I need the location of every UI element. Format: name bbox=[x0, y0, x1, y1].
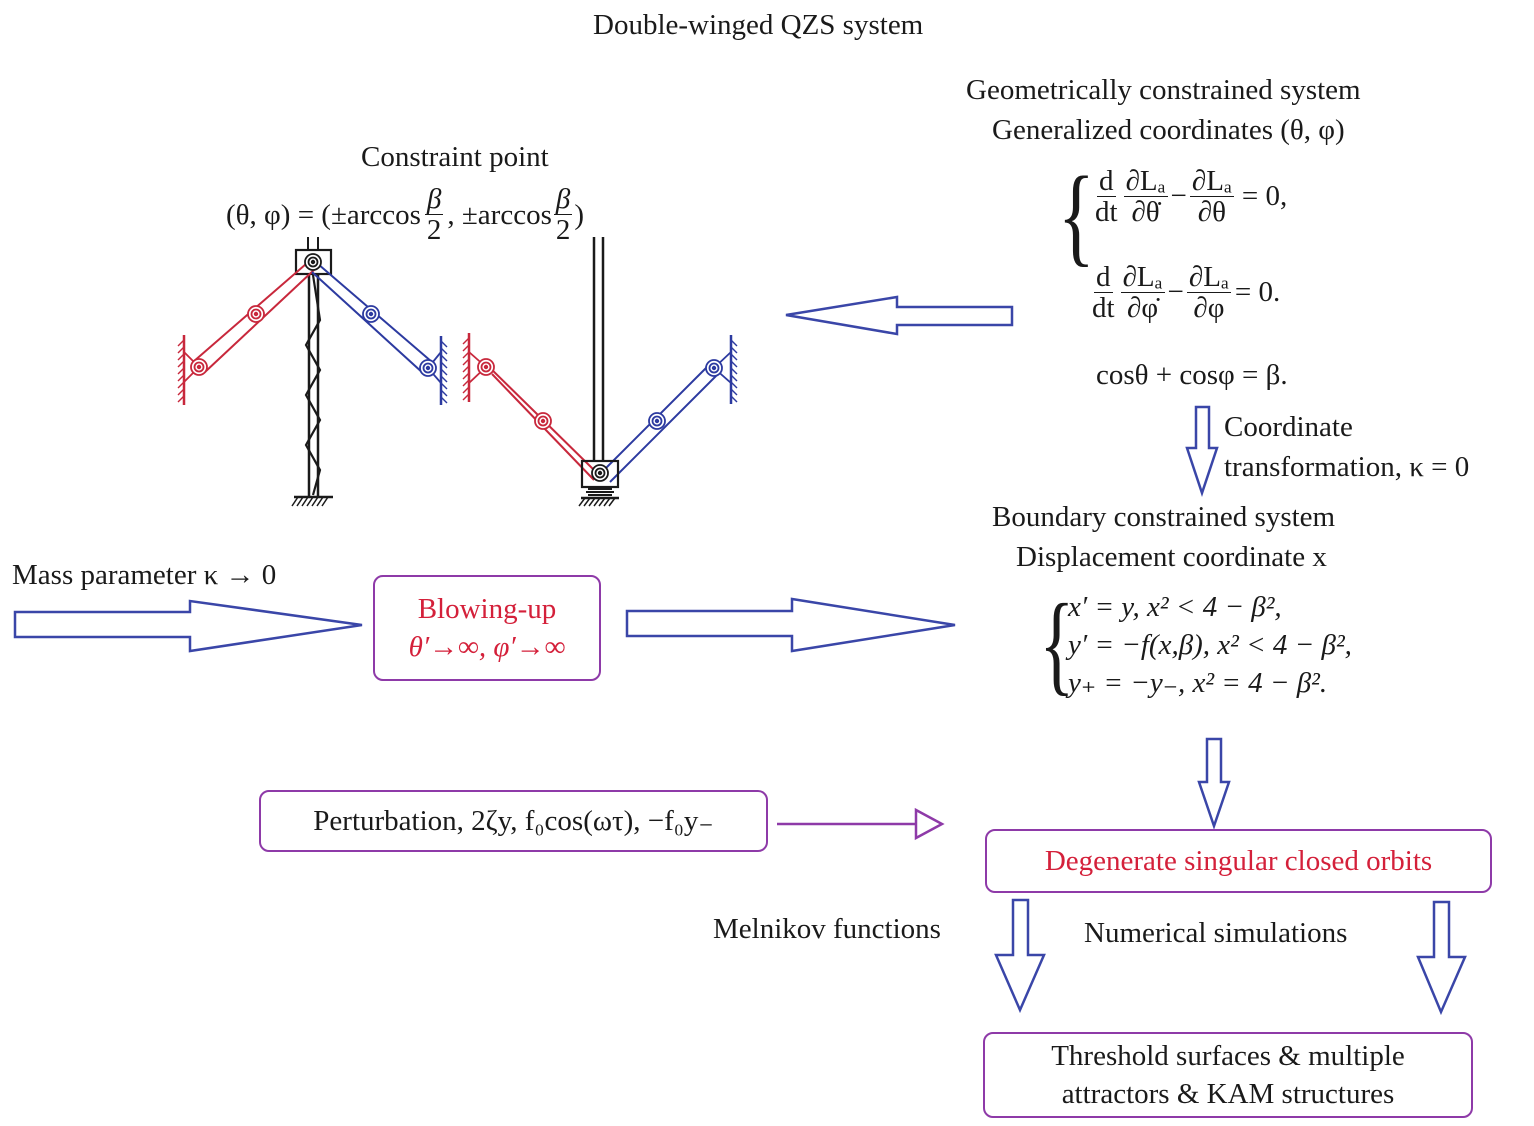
constraint-point-label: Constraint point bbox=[361, 141, 549, 173]
constraint-fraction-1: β 2 bbox=[424, 183, 444, 246]
geometric-system-subtitle: Generalized coordinates (θ, φ) bbox=[992, 114, 1345, 146]
arrow-perturbation-head bbox=[914, 807, 945, 841]
arrow-down-boundary bbox=[1197, 737, 1231, 830]
degenerate-orbits-box: Degenerate singular closed orbits bbox=[985, 829, 1492, 893]
boundary-system-title: Boundary constrained system bbox=[992, 501, 1336, 533]
constraint-eq-mid: , ±arccos bbox=[447, 198, 552, 231]
boundary-system-subtitle: Displacement coordinate x bbox=[1016, 541, 1327, 573]
arrow-down-numerical bbox=[1416, 900, 1467, 1016]
mass-parameter-label: Mass parameter κ → 0 bbox=[12, 559, 277, 591]
arrow-right-mass bbox=[13, 599, 363, 653]
boundary-equation-2: y′ = −f(x,β), x² < 4 − β², bbox=[1068, 629, 1352, 661]
boundary-equation-3: y₊ = −y₋, x² = 4 − β². bbox=[1068, 667, 1328, 699]
arrow-down-melnikov bbox=[994, 898, 1046, 1014]
coordinate-transformation-line2: transformation, κ = 0 bbox=[1224, 451, 1470, 483]
mechanism-raised bbox=[177, 237, 448, 507]
arrow-left-hollow bbox=[785, 295, 1014, 336]
constraint-point-equation: (θ, φ) = (±arccos β 2 , ±arccos β 2 ) bbox=[226, 184, 584, 245]
results-box: Threshold surfaces & multiple attractors… bbox=[983, 1032, 1473, 1118]
constraint-eq-end: ) bbox=[574, 198, 584, 231]
results-line2: attractors & KAM structures bbox=[1061, 1078, 1395, 1110]
degenerate-orbits-text: Degenerate singular closed orbits bbox=[1044, 845, 1433, 877]
melnikov-functions-label: Melnikov functions bbox=[713, 913, 941, 945]
results-line1: Threshold surfaces & multiple bbox=[1051, 1040, 1405, 1072]
arrow-down-coordinate bbox=[1185, 405, 1219, 497]
geometric-constraint-equation: cosθ + cosφ = β. bbox=[1096, 359, 1288, 391]
perturbation-box: Perturbation, 2ζy, f₀cos(ωτ), −f₀y₋ bbox=[259, 790, 768, 852]
numerical-simulations-label: Numerical simulations bbox=[1084, 917, 1348, 949]
arrow-right-blowing bbox=[625, 597, 956, 653]
boundary-brace: { bbox=[1039, 582, 1075, 706]
constraint-fraction-2: β 2 bbox=[553, 183, 573, 246]
geometric-system-title: Geometrically constrained system bbox=[966, 74, 1361, 106]
constraint-eq-lhs: (θ, φ) = (±arccos bbox=[226, 198, 421, 231]
lagrange-brace: { bbox=[1057, 154, 1095, 276]
diagram-title: Double-winged QZS system bbox=[593, 9, 924, 41]
coordinate-transformation-line1: Coordinate bbox=[1224, 411, 1353, 443]
blowing-up-title: Blowing-up bbox=[417, 593, 557, 625]
blowing-up-limits: θ′→∞, φ′→∞ bbox=[408, 631, 566, 663]
boundary-equation-1: x′ = y, x² < 4 − β², bbox=[1068, 591, 1282, 623]
mechanism-lowered bbox=[462, 237, 738, 507]
blowing-up-box: Blowing-up θ′→∞, φ′→∞ bbox=[373, 575, 601, 681]
perturbation-text: Perturbation, 2ζy, f₀cos(ωτ), −f₀y₋ bbox=[313, 805, 714, 837]
